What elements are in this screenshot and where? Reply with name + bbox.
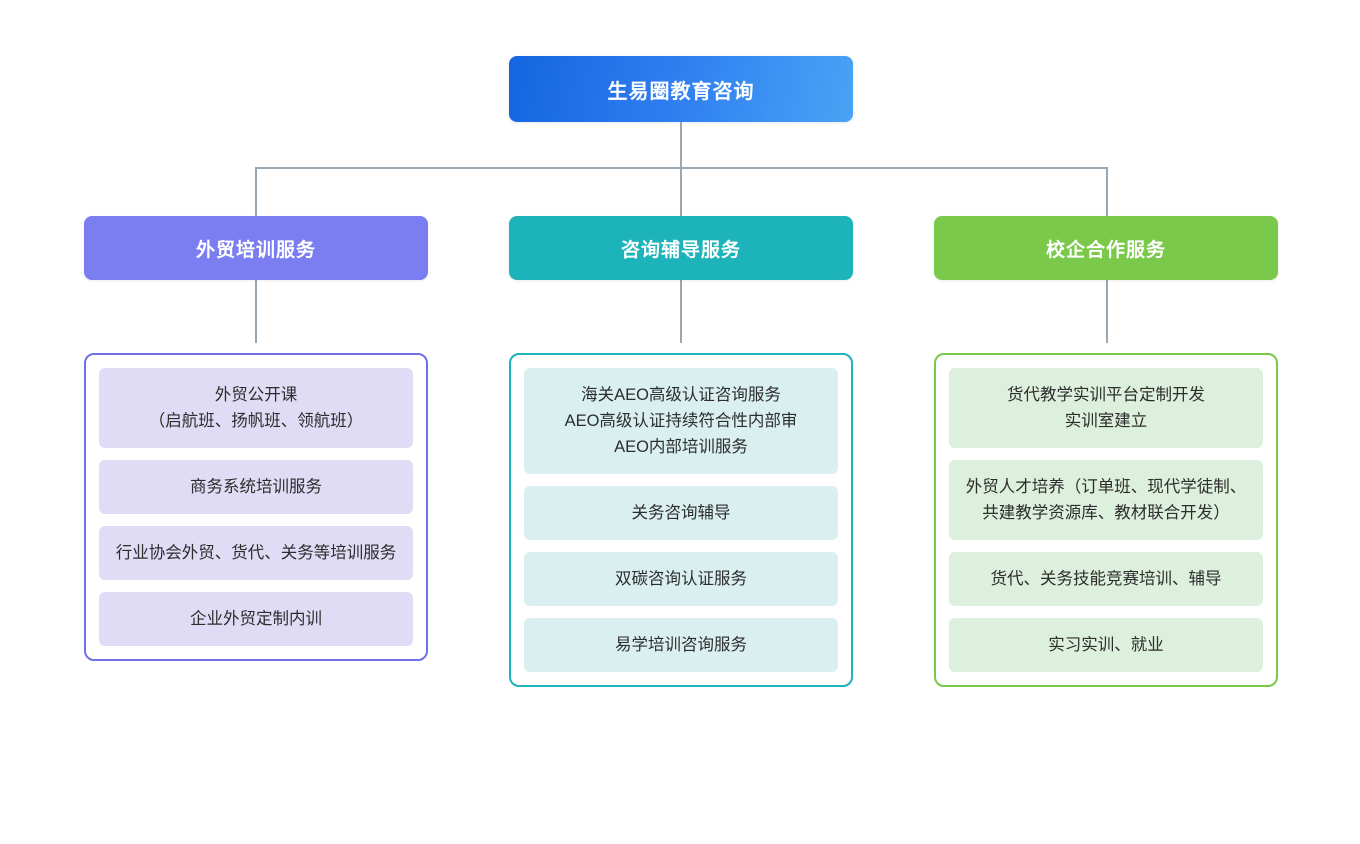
branch-training: 外贸培训服务 外贸公开课 （启航班、扬帆班、领航班） 商务系统培训服务 行业协会… bbox=[84, 216, 428, 661]
list-item[interactable]: 行业协会外贸、货代、关务等培训服务 bbox=[99, 526, 413, 580]
list-item[interactable]: 易学培训咨询服务 bbox=[524, 618, 838, 672]
branch-consulting: 咨询辅导服务 海关AEO高级认证咨询服务 AEO高级认证持续符合性内部审 AEO… bbox=[509, 216, 853, 687]
connector-branch-1-body-stem bbox=[255, 280, 257, 343]
branch-header-school-enterprise[interactable]: 校企合作服务 bbox=[934, 216, 1278, 280]
connector-branch-2-stem bbox=[680, 167, 682, 216]
branch-body-training: 外贸公开课 （启航班、扬帆班、领航班） 商务系统培训服务 行业协会外贸、货代、关… bbox=[84, 353, 428, 661]
connector-branch-3-stem bbox=[1106, 167, 1108, 216]
list-item[interactable]: 货代教学实训平台定制开发 实训室建立 bbox=[949, 368, 1263, 448]
list-item[interactable]: 企业外贸定制内训 bbox=[99, 592, 413, 646]
list-item[interactable]: 外贸公开课 （启航班、扬帆班、领航班） bbox=[99, 368, 413, 448]
list-item[interactable]: 双碳咨询认证服务 bbox=[524, 552, 838, 606]
list-item[interactable]: 关务咨询辅导 bbox=[524, 486, 838, 540]
connector-branch-1-stem bbox=[255, 167, 257, 216]
branch-body-consulting: 海关AEO高级认证咨询服务 AEO高级认证持续符合性内部审 AEO内部培训服务 … bbox=[509, 353, 853, 687]
branch-header-consulting[interactable]: 咨询辅导服务 bbox=[509, 216, 853, 280]
connector-root-stem bbox=[680, 122, 682, 168]
list-item[interactable]: 商务系统培训服务 bbox=[99, 460, 413, 514]
branch-header-training[interactable]: 外贸培训服务 bbox=[84, 216, 428, 280]
list-item[interactable]: 货代、关务技能竞赛培训、辅导 bbox=[949, 552, 1263, 606]
connector-branch-2-body-stem bbox=[680, 280, 682, 343]
connector-branch-3-body-stem bbox=[1106, 280, 1108, 343]
branch-school-enterprise: 校企合作服务 货代教学实训平台定制开发 实训室建立 外贸人才培养（订单班、现代学… bbox=[934, 216, 1278, 687]
list-item[interactable]: 海关AEO高级认证咨询服务 AEO高级认证持续符合性内部审 AEO内部培训服务 bbox=[524, 368, 838, 474]
list-item[interactable]: 外贸人才培养（订单班、现代学徒制、共建教学资源库、教材联合开发） bbox=[949, 460, 1263, 540]
branch-body-school-enterprise: 货代教学实训平台定制开发 实训室建立 外贸人才培养（订单班、现代学徒制、共建教学… bbox=[934, 353, 1278, 687]
list-item[interactable]: 实习实训、就业 bbox=[949, 618, 1263, 672]
root-node[interactable]: 生易圈教育咨询 bbox=[509, 56, 853, 122]
